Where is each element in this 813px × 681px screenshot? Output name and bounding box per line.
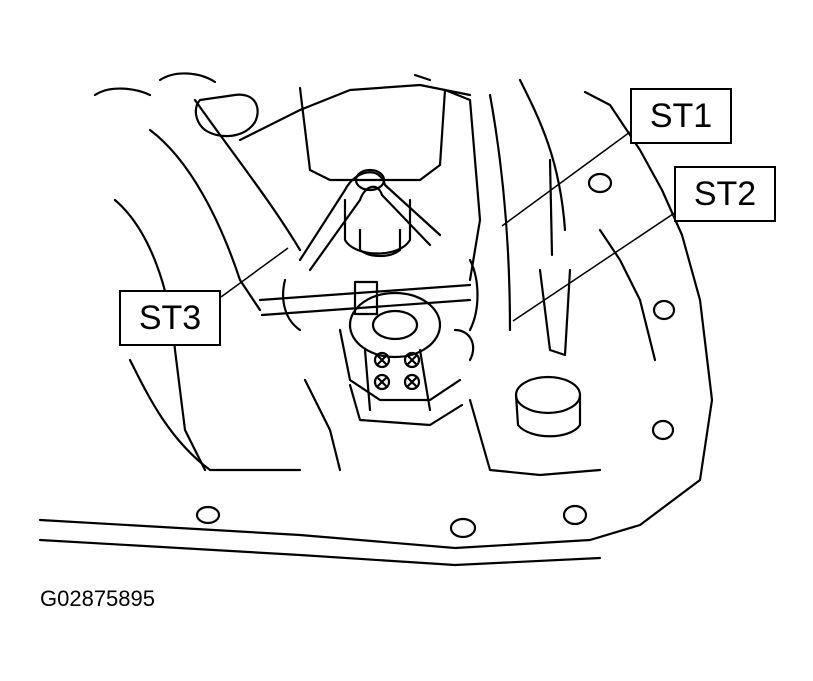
bolt-hole [562, 504, 588, 526]
bolt-hole [587, 172, 613, 194]
bolt-hole [652, 299, 676, 321]
spring-clip [298, 171, 442, 262]
pin-markers [373, 351, 421, 391]
bolt-hole [651, 419, 675, 441]
spindle [343, 198, 412, 255]
leader-st2 [512, 211, 677, 322]
puller-arm-right [488, 93, 512, 332]
leader-st1 [501, 131, 631, 227]
callout-st3: ST3 [119, 290, 221, 346]
puller-arm-left [193, 98, 302, 252]
housing-flange [38, 90, 714, 550]
bearing-hub [348, 291, 442, 359]
bolt-hole [195, 505, 221, 525]
leader-st3 [220, 247, 289, 298]
callout-st1: ST1 [630, 88, 732, 144]
cross-bar [258, 283, 472, 302]
callout-st2: ST2 [674, 166, 776, 222]
housing-lower-edge [38, 538, 602, 567]
figure-id: G02875895 [40, 586, 155, 611]
bolt-hole [449, 517, 477, 539]
plug [514, 375, 582, 415]
